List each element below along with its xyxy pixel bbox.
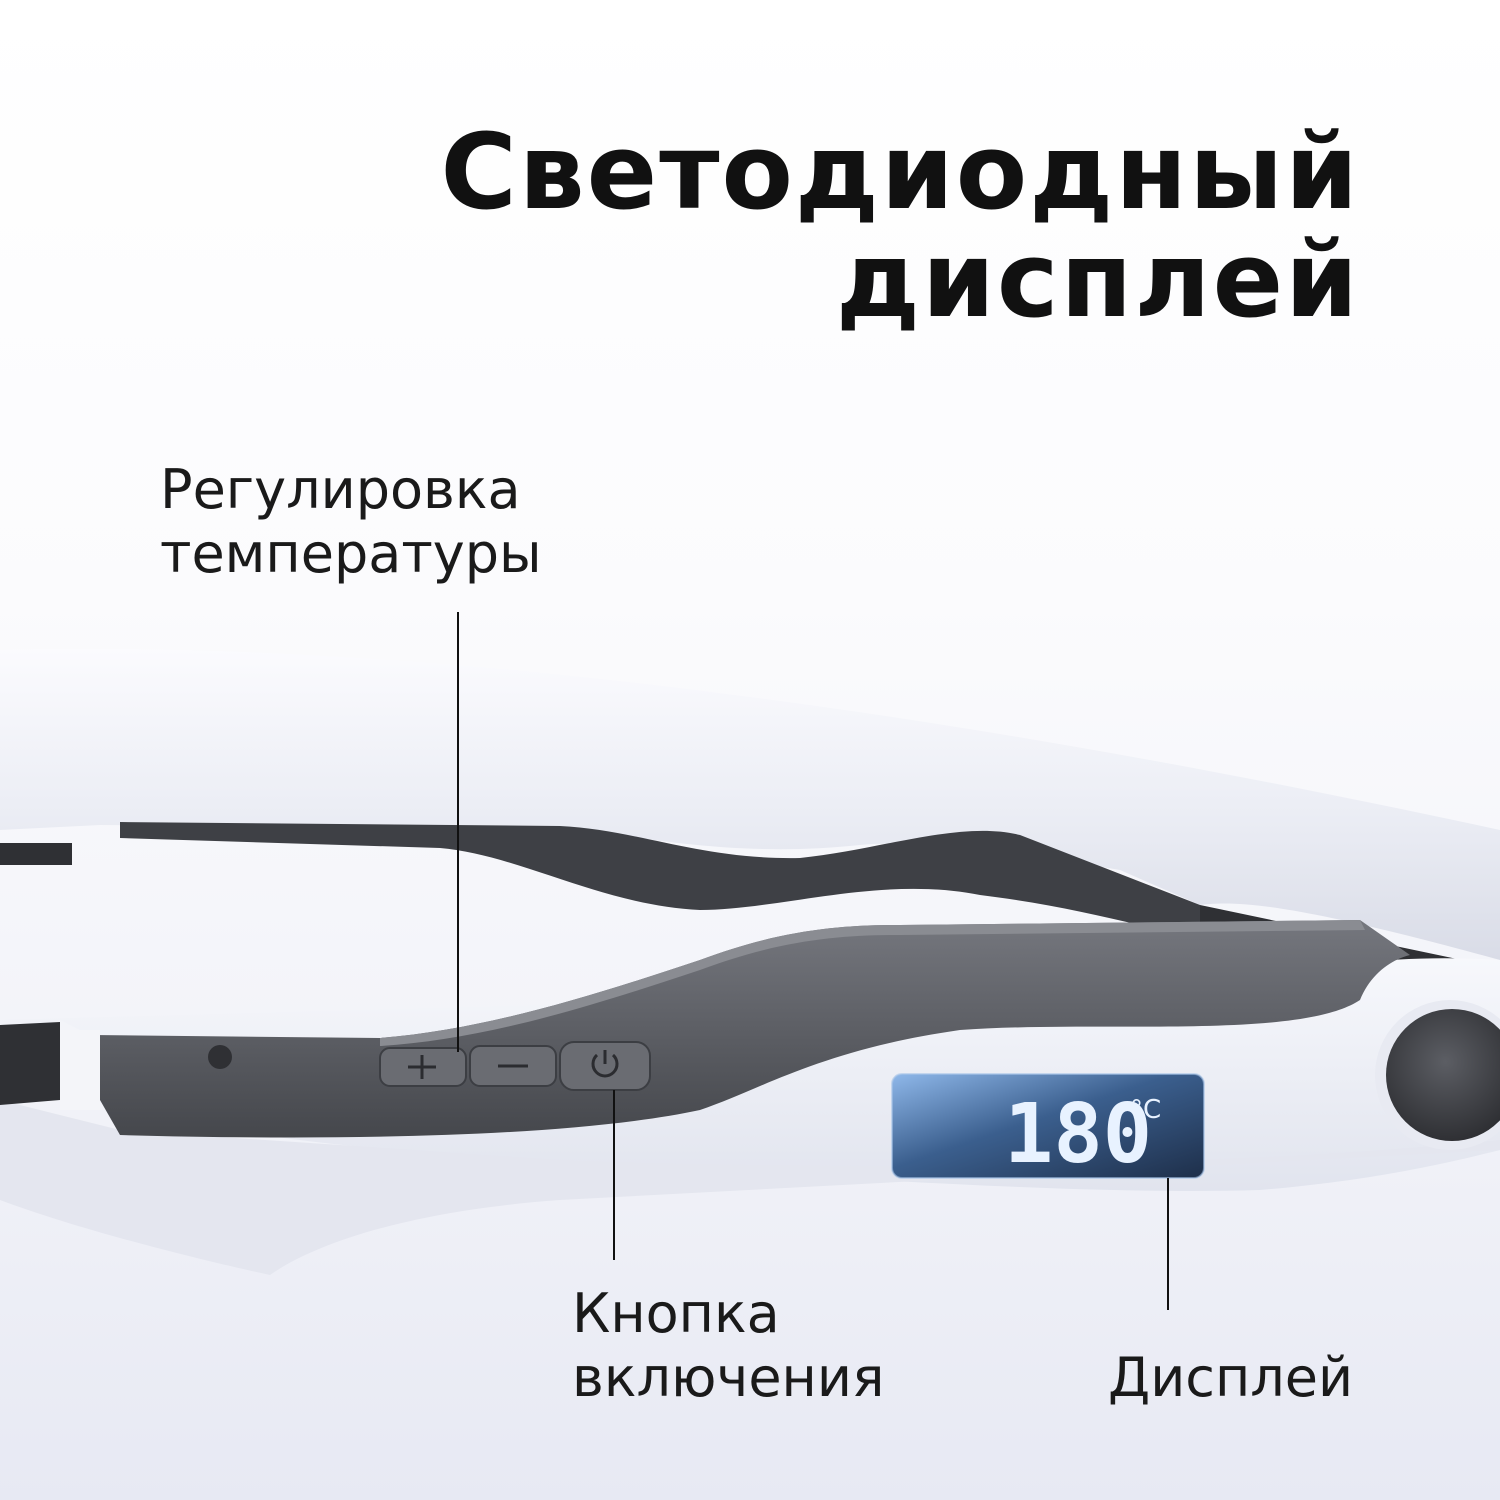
plus-icon: [408, 1055, 436, 1079]
minus-button[interactable]: [469, 1045, 557, 1087]
upper-plate-left-tip: [0, 843, 72, 865]
power-button[interactable]: [559, 1041, 651, 1091]
lcd-display: 180 °C: [891, 1073, 1205, 1182]
lower-plate: [0, 1022, 60, 1105]
title-line-1: Светодиодный: [440, 111, 1360, 233]
lower-arm-base: [0, 1100, 1500, 1275]
callout-temperature-line-1: Регулировка: [160, 458, 521, 521]
power-icon: [591, 1050, 619, 1078]
hinge-knob: [1375, 1000, 1500, 1150]
page-title: Светодиодный дисплей: [360, 118, 1360, 334]
callout-power-line-2: включения: [572, 1346, 885, 1409]
callout-temperature-line-2: температуры: [160, 522, 542, 585]
callout-display-line-1: Дисплей: [1108, 1346, 1354, 1409]
lcd-temperature-value: 180: [1004, 1087, 1152, 1182]
screw-hole: [208, 1045, 232, 1069]
hinge-white: [60, 1030, 100, 1110]
plus-button[interactable]: [379, 1047, 467, 1087]
callout-power-line-1: Кнопка: [572, 1282, 780, 1345]
callout-display: Дисплей: [1108, 1346, 1353, 1410]
title-line-2: дисплей: [836, 219, 1360, 341]
callout-temperature-control: Регулировка температуры: [160, 458, 542, 586]
lcd-unit: °C: [1130, 1095, 1161, 1125]
upper-plate: [120, 822, 1200, 940]
upper-arm: [0, 648, 1500, 960]
callout-power-button: Кнопка включения: [572, 1282, 884, 1410]
